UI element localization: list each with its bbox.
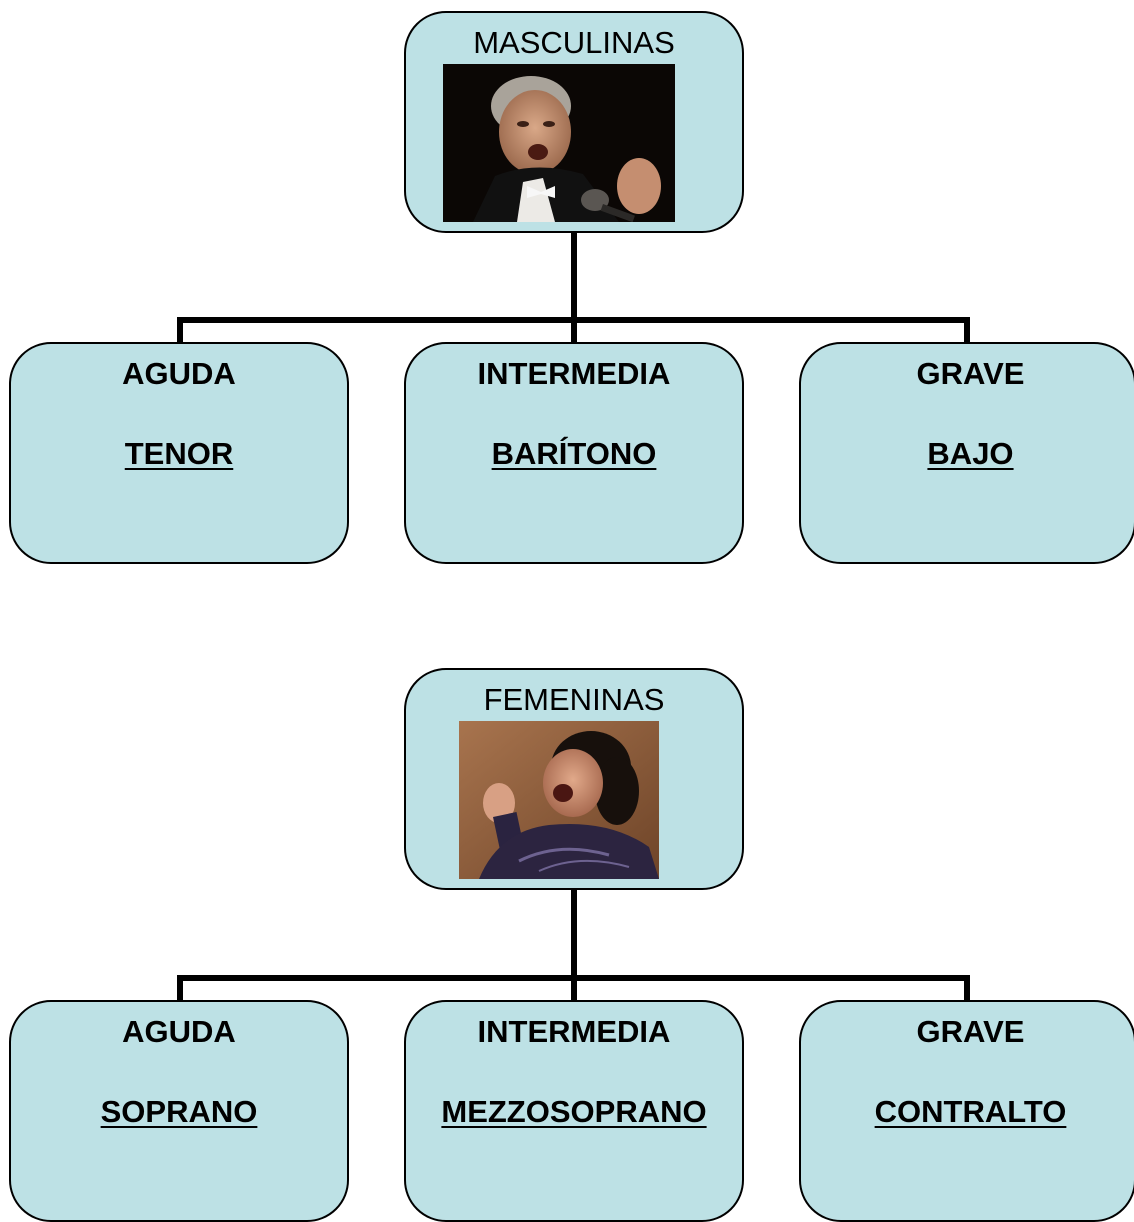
parent-title: FEMENINAS <box>483 682 665 717</box>
child-box-femeninas-aguda: AGUDA SOPRANO <box>9 1000 349 1222</box>
child-box-masculinas-aguda: AGUDA TENOR <box>9 342 349 564</box>
voice-type-link[interactable]: SOPRANO <box>100 1094 258 1129</box>
voice-type-link[interactable]: TENOR <box>124 436 234 471</box>
child-box-femeninas-grave: GRAVE CONTRALTO <box>799 1000 1134 1222</box>
child-box-femeninas-intermedia: INTERMEDIA MEZZOSOPRANO <box>404 1000 744 1222</box>
parent-box-femeninas: FEMENINAS <box>404 668 744 890</box>
parent-title: MASCULINAS <box>473 25 675 60</box>
register-label: GRAVE <box>916 356 1025 391</box>
register-label: INTERMEDIA <box>477 356 671 391</box>
voice-type-link[interactable]: BARÍTONO <box>491 436 657 471</box>
parent-box-masculinas: MASCULINAS <box>404 11 744 233</box>
female-opera-singer-photo <box>459 721 659 879</box>
register-label: INTERMEDIA <box>477 1014 671 1049</box>
register-label: GRAVE <box>916 1014 1025 1049</box>
child-box-masculinas-grave: GRAVE BAJO <box>799 342 1134 564</box>
register-label: AGUDA <box>122 356 236 391</box>
register-label: AGUDA <box>122 1014 236 1049</box>
voice-type-link[interactable]: BAJO <box>927 436 1014 471</box>
voice-type-link[interactable]: MEZZOSOPRANO <box>441 1094 707 1129</box>
voice-type-link[interactable]: CONTRALTO <box>874 1094 1067 1129</box>
child-box-masculinas-intermedia: INTERMEDIA BARÍTONO <box>404 342 744 564</box>
male-opera-singer-photo <box>443 64 675 222</box>
